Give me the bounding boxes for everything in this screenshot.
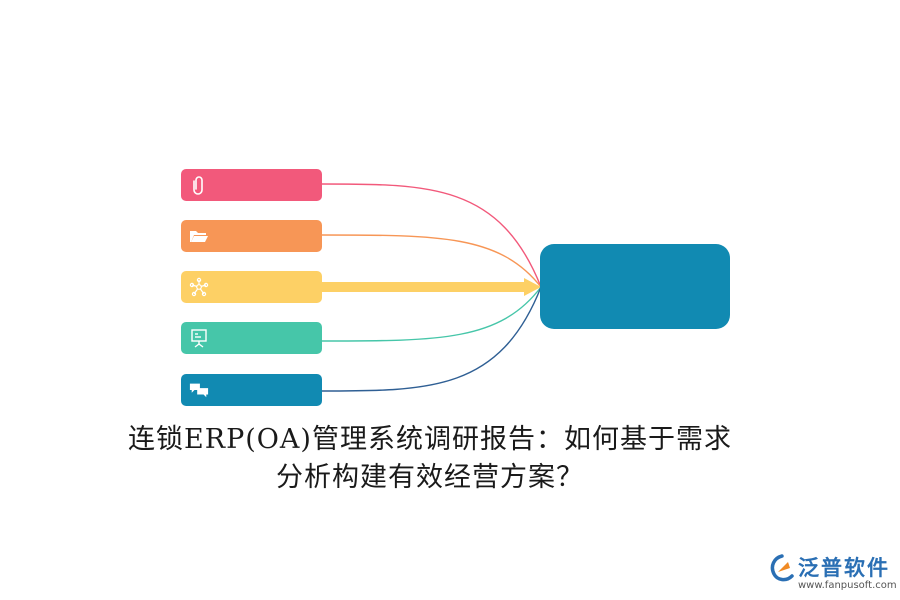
presentation-board-icon xyxy=(189,328,209,348)
item-pill-1 xyxy=(181,169,322,201)
item-pill-5 xyxy=(181,374,322,406)
logo-brand-text: 泛普软件 xyxy=(798,556,890,580)
paperclip-icon xyxy=(189,175,209,195)
central-hub-box xyxy=(540,244,730,329)
connector-line-2 xyxy=(321,234,542,288)
connector-line-5 xyxy=(321,286,542,392)
title-line-1: 连锁ERP(OA)管理系统调研报告：如何基于需求 xyxy=(128,424,732,455)
item-pill-4 xyxy=(181,322,322,354)
fanpusoft-mark-icon xyxy=(770,554,794,582)
network-icon xyxy=(189,277,209,297)
fanpusoft-logo: 泛普软件 www.fanpusoft.com xyxy=(768,552,897,598)
connector-arrow-3 xyxy=(322,278,541,296)
folder-open-icon xyxy=(189,226,209,246)
chat-bubbles-icon xyxy=(189,380,209,400)
title-line-2: 分析构建有效经营方案？ xyxy=(276,462,584,493)
connector-line-4 xyxy=(321,286,542,342)
item-pill-2 xyxy=(181,220,322,252)
connector-line-1 xyxy=(321,183,542,288)
item-pill-3 xyxy=(181,271,322,303)
logo-url-text: www.fanpusoft.com xyxy=(798,580,897,591)
